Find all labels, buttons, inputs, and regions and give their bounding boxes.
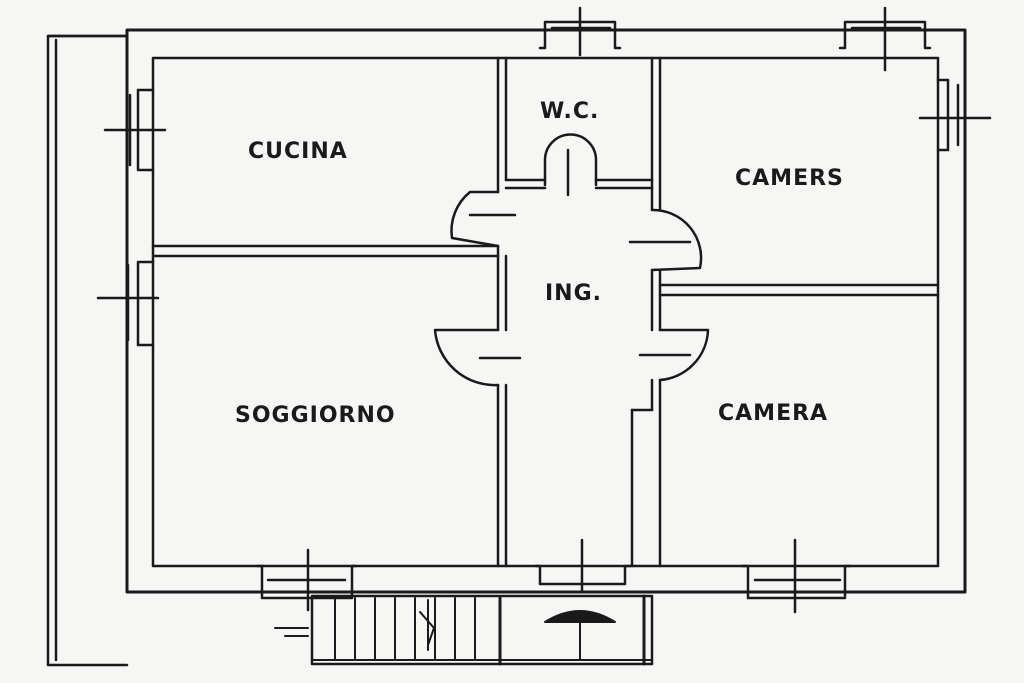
window-bedroom-top <box>838 6 932 72</box>
door-kitchen <box>450 190 500 248</box>
room-label-entrance: ING. <box>545 281 602 306</box>
stair-direction-arrow <box>419 599 435 651</box>
window-living <box>96 260 160 347</box>
entry-stairs <box>274 594 654 666</box>
interior-walls <box>151 56 940 568</box>
balcony-strip <box>46 34 129 667</box>
windows <box>96 6 992 614</box>
room-label-wc: W.C. <box>540 99 599 124</box>
door-bedroom-bottom <box>658 328 710 382</box>
door-bedroom-top <box>650 208 703 272</box>
door-living <box>433 328 500 387</box>
room-label-kitchen: CUCINA <box>248 139 348 164</box>
room-label-bedroom-bottom: CAMERA <box>718 401 828 426</box>
room-label-bedroom-top: CAMERS <box>735 166 844 191</box>
window-wc-top <box>538 6 622 57</box>
door-wc <box>543 133 598 187</box>
room-label-living: SOGGIORNO <box>235 403 396 428</box>
window-living-bottom <box>256 548 358 612</box>
window-kitchen <box>103 88 167 172</box>
window-corridor-bottom <box>534 538 632 592</box>
doors <box>433 133 710 387</box>
window-bedroom-bottom <box>740 538 852 614</box>
window-bedroom-right <box>918 78 992 152</box>
room-labels: CUCINA W.C. CAMERS ING. SOGGIORNO CAMERA <box>235 99 844 428</box>
